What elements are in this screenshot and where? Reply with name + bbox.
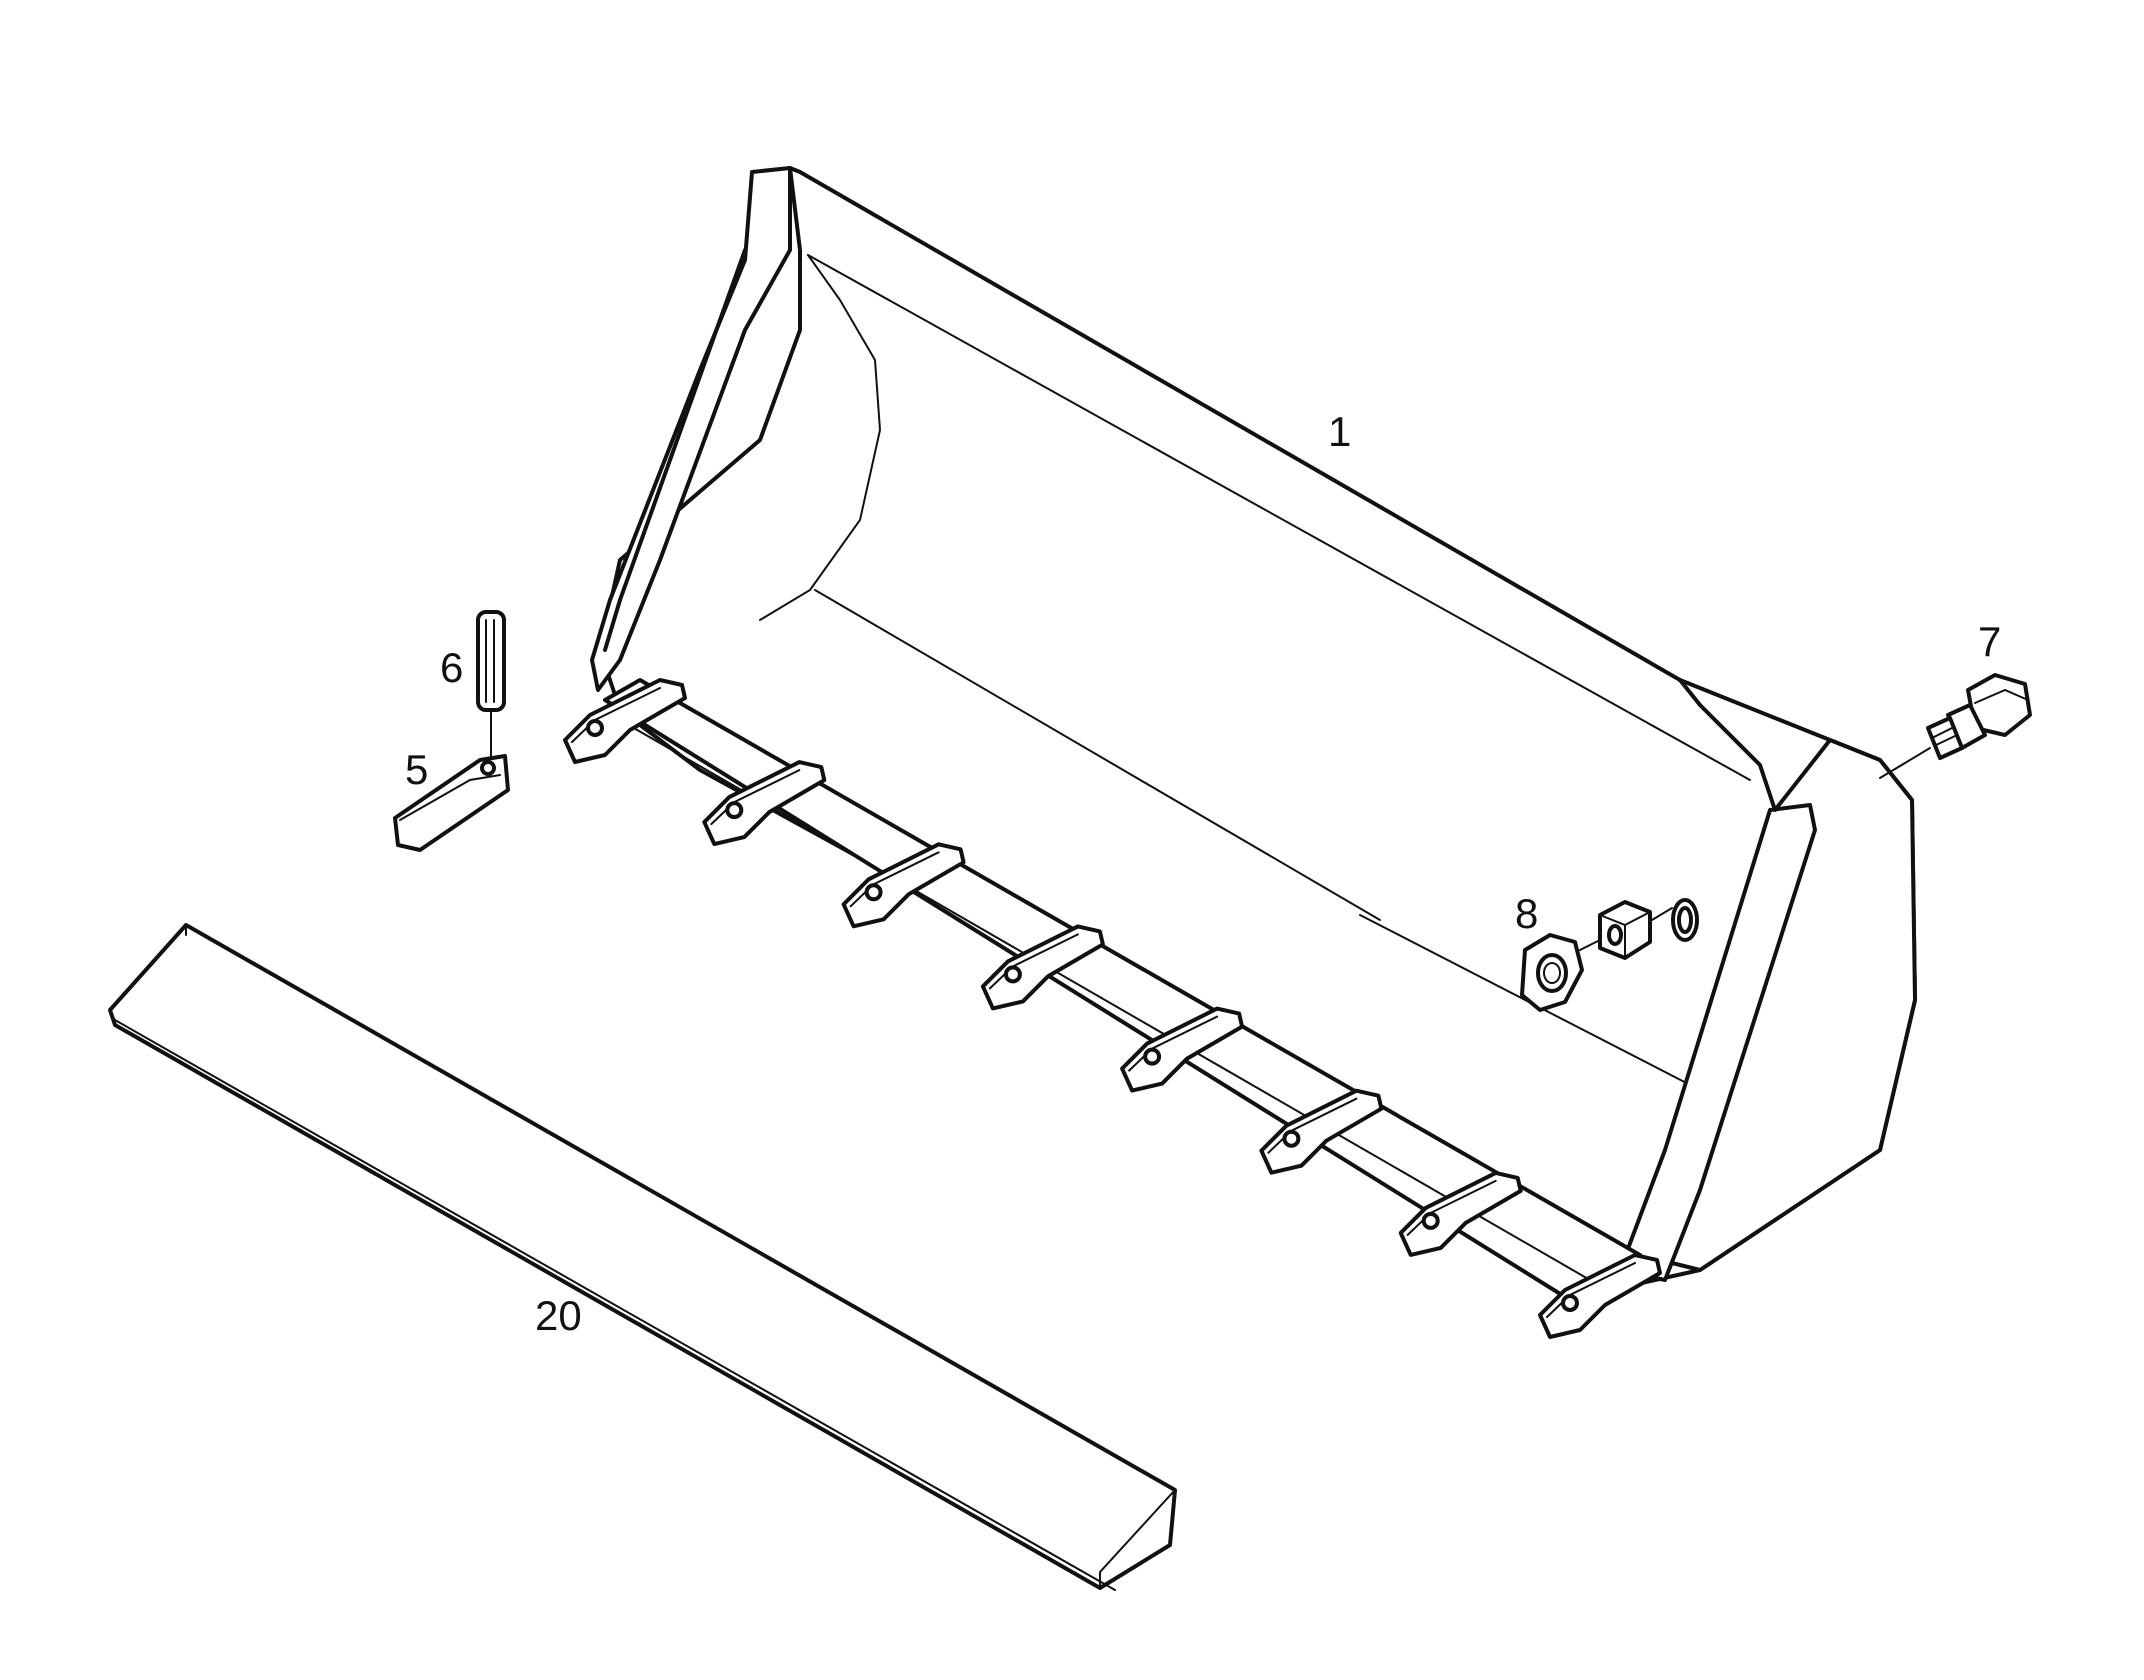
washer [1598, 900, 1673, 960]
bolt [1879, 673, 2032, 779]
bucket-tooth [980, 924, 1105, 1011]
callout-8: 8 [1515, 890, 1538, 937]
callout-5: 5 [405, 746, 428, 793]
cutting-edge [108, 923, 1177, 1591]
bucket-tooth [1398, 1170, 1523, 1257]
bucket-tooth [841, 842, 966, 929]
callout-6: 6 [440, 644, 463, 691]
bucket-teeth [563, 678, 1662, 1339]
callout-7: 7 [1978, 618, 2001, 665]
nut [1520, 933, 1611, 1012]
callouts: 1 6 5 7 8 20 [405, 408, 2001, 1339]
callout-1: 1 [1328, 408, 1351, 455]
bucket-tooth [563, 678, 687, 764]
callout-20: 20 [535, 1292, 582, 1339]
bucket [590, 166, 1917, 1302]
pin [476, 610, 506, 761]
bucket-tooth [1120, 1006, 1245, 1093]
tooth [393, 754, 510, 852]
bucket-tooth [1259, 1088, 1384, 1175]
bucket-tooth [1538, 1253, 1662, 1339]
bucket-tooth [702, 760, 827, 847]
